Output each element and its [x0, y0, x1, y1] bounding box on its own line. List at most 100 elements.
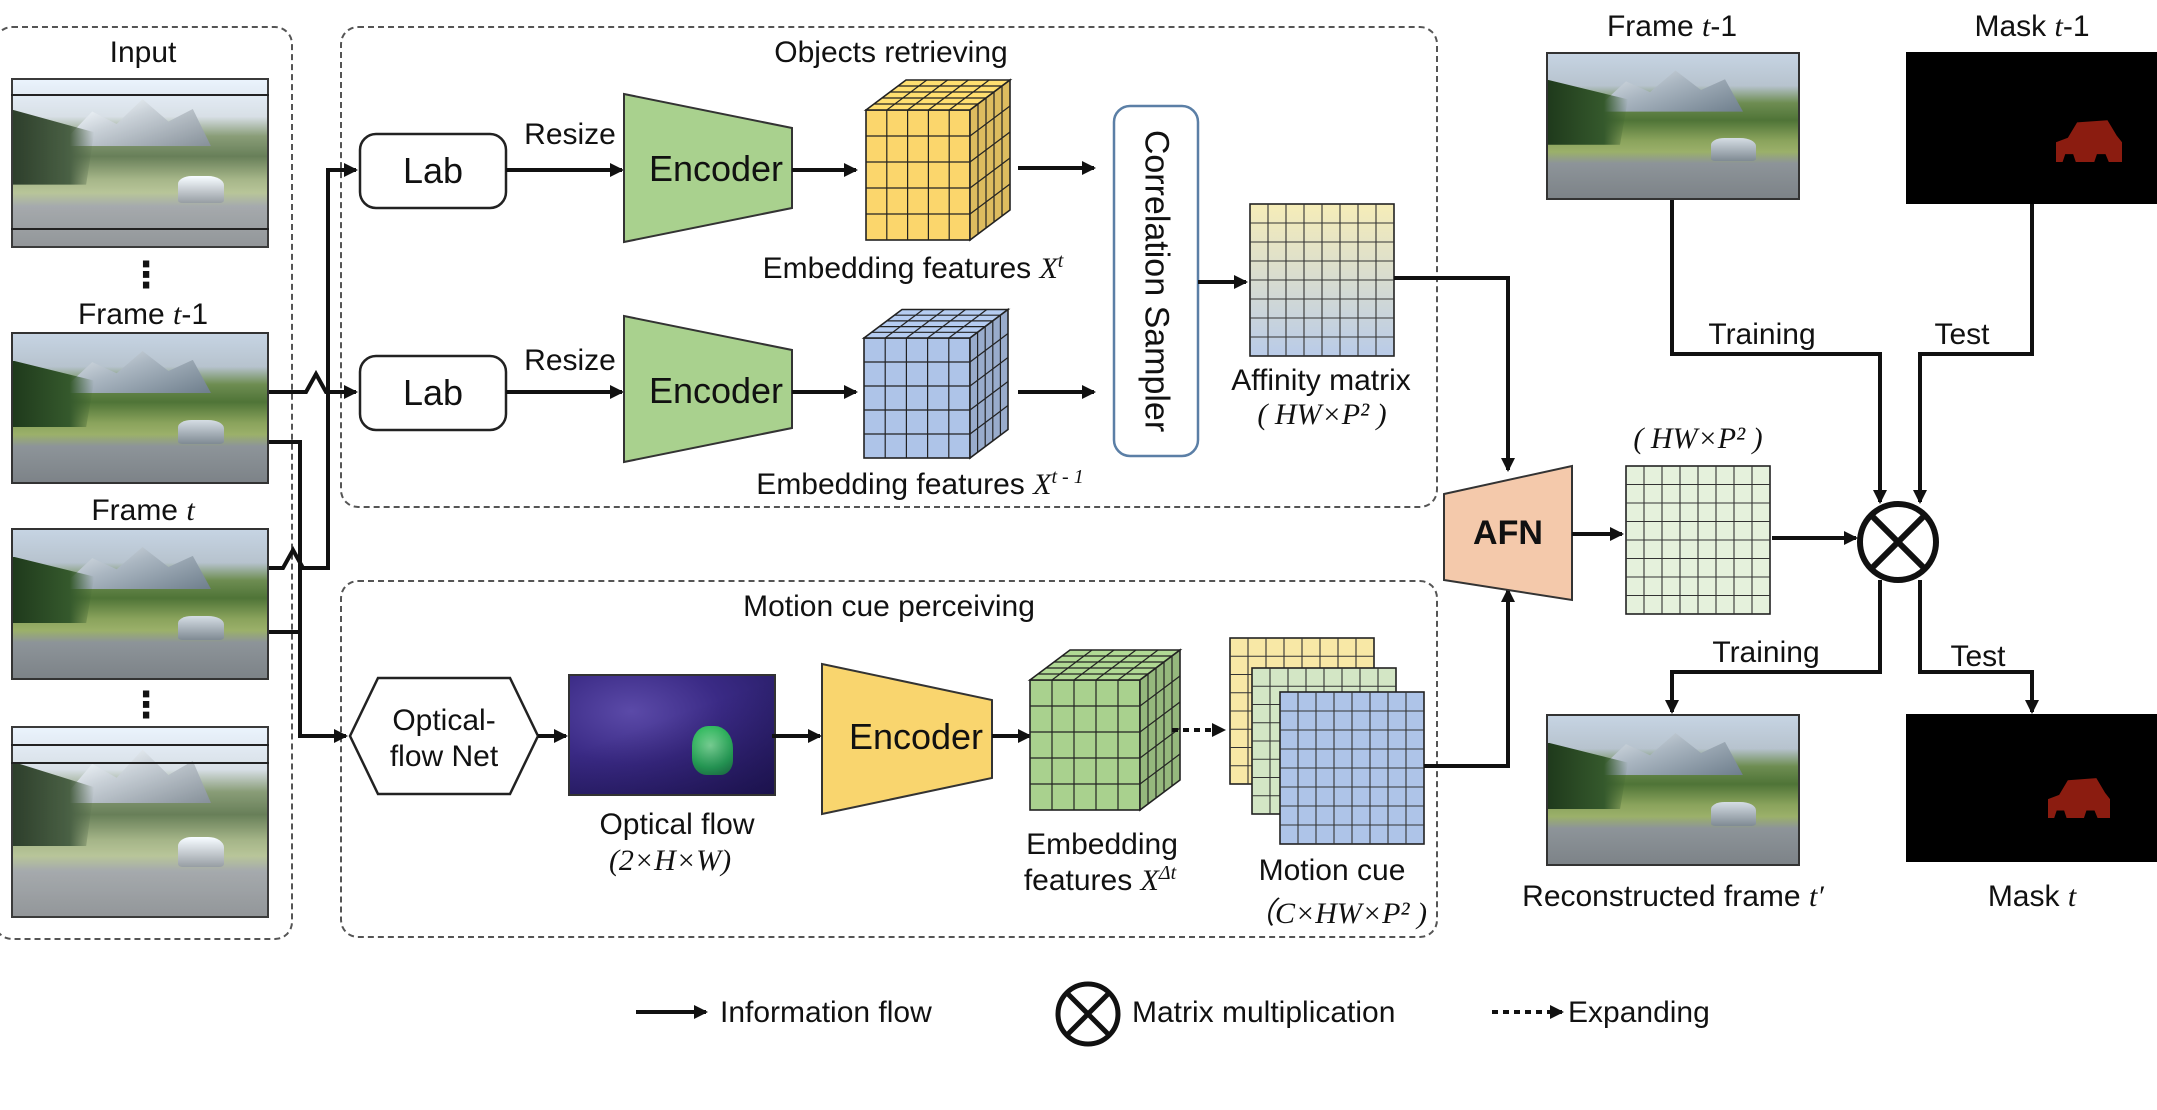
- connector-prev-to-optical: [269, 440, 340, 738]
- cube-grid-line: [969, 357, 1009, 387]
- arrow-multiply-to-reconstructed: [1665, 580, 1882, 714]
- test-bottom-label: Test: [1950, 640, 2006, 673]
- cube-grid-line: [1073, 649, 1115, 681]
- optical-flow-dims: (2×H×W): [608, 844, 732, 877]
- input-frame-cur: [11, 528, 269, 680]
- cube-grid-line: [927, 309, 966, 339]
- embedding-t-label: Embedding features Xt: [762, 250, 1064, 285]
- legend-matrix-multiplication-label: Matrix multiplication: [1132, 996, 1396, 1029]
- connector-prev-to-lab-bottom: [269, 369, 356, 394]
- encoder-motion: [821, 662, 993, 816]
- cube-grid-line: [906, 309, 945, 339]
- correlation-sampler-label: Correlation Sampler: [1137, 129, 1176, 433]
- motion-cue-label: Motion cue: [1258, 854, 1406, 887]
- embedding-delta-line2: features XΔt: [1023, 862, 1177, 897]
- reconstructed-frame-label: Reconstructed frame t′: [1522, 880, 1824, 913]
- afn-label: AFN: [1473, 514, 1543, 552]
- cube-grid-line: [969, 381, 1009, 411]
- input-frame-last-rule-top: [11, 744, 269, 746]
- optical-net-line2: flow Net: [389, 740, 499, 773]
- embedding-cube-delta-t: [1027, 648, 1183, 812]
- cube-side-face: [969, 307, 1009, 460]
- input-frame-cur-label: Frame t: [91, 494, 195, 527]
- motion-cue-perceiving-panel: [340, 580, 1438, 938]
- arrow-frame-prev-training: [1670, 200, 1887, 504]
- affinity-matrix-grid: [1249, 203, 1395, 357]
- optical-flow-image: [568, 674, 776, 796]
- legend-multiply-icon: [1055, 981, 1121, 1047]
- cube-grid-line: [907, 79, 948, 111]
- cube-grid-line: [969, 405, 1009, 435]
- afn-block: [1443, 464, 1573, 602]
- mask-prev-image: [1906, 52, 2157, 204]
- embedding-cube-t-1: [861, 307, 1011, 460]
- input-frame-prev-label: Frame t-1: [77, 298, 209, 331]
- cube-grid-line: [884, 309, 924, 339]
- cube-grid-line: [969, 183, 1011, 215]
- resize-bottom-label: Resize: [524, 344, 616, 377]
- affinity-matrix-dims: ( HW×P² ): [1257, 398, 1387, 431]
- cube-grid-line: [1095, 649, 1137, 681]
- cube-front-face: [1029, 679, 1141, 811]
- encoder-top-label: Encoder: [648, 148, 784, 189]
- cube-grid-line: [969, 105, 1011, 137]
- motion-cue-grid-blue: [1279, 691, 1425, 845]
- embedding-t-1-label: Embedding features Xt - 1: [756, 466, 1084, 501]
- cube-grid-line: [1139, 727, 1181, 759]
- cube-grid-line: [1139, 701, 1181, 733]
- encoder-motion-label: Encoder: [848, 716, 984, 757]
- cube-grid-line: [969, 333, 1009, 363]
- input-frame-last-rule-mid: [11, 762, 269, 764]
- motion-cue-dims: （C×HW×P² ): [1245, 897, 1427, 930]
- mask-prev-label: Mask t-1: [1974, 10, 2090, 43]
- objects-retrieving-panel: [340, 26, 1438, 508]
- lab-top-label: Lab: [402, 150, 464, 191]
- cube-side-face: [969, 78, 1011, 242]
- optical-flow-label: Optical flow: [599, 808, 755, 841]
- training-bottom-label: Training: [1712, 636, 1820, 669]
- arrow-motion-to-afn: [1424, 588, 1515, 768]
- legend-expanding-label: Expanding: [1568, 996, 1710, 1029]
- cube-grid-line: [928, 79, 969, 111]
- arrow-affinity-to-afn: [1394, 276, 1515, 472]
- cube-grid-line: [1051, 649, 1093, 681]
- cube-front-face: [865, 109, 971, 241]
- mask-cur-image: [1906, 714, 2157, 862]
- test-top-label: Test: [1934, 318, 1990, 351]
- embedding-cube-t: [863, 78, 1013, 242]
- cube-grid-line: [1139, 675, 1181, 707]
- lab-bottom-label: Lab: [402, 372, 464, 413]
- arrow-mask-prev-test: [1913, 204, 2034, 504]
- resize-top-label: Resize: [524, 118, 616, 151]
- cube-grid-line: [886, 79, 928, 111]
- reconstructed-frame-image: [1546, 714, 1800, 866]
- input-title: Input: [109, 36, 177, 69]
- embedding-delta-line1: Embedding: [1026, 828, 1178, 861]
- encoder-bottom: [623, 314, 793, 464]
- affinity-matrix-label: Affinity matrix: [1231, 364, 1411, 397]
- cube-grid-line: [948, 309, 988, 339]
- right-frame-prev-label: Frame t-1: [1606, 10, 1738, 43]
- input-frame-first-rule-top: [11, 94, 269, 96]
- mask-cur-label: Mask t: [1987, 880, 2077, 913]
- input-frame-first-rule-bottom: [11, 228, 269, 230]
- encoder-bottom-label: Encoder: [648, 370, 784, 411]
- afn-output-grid: [1625, 465, 1771, 615]
- legend-information-flow-label: Information flow: [720, 996, 932, 1029]
- objects-retrieving-title: Objects retrieving: [774, 36, 1008, 69]
- input-panel: [0, 26, 293, 940]
- training-top-label: Training: [1708, 318, 1816, 351]
- input-frame-first: [11, 78, 269, 248]
- input-frame-last: [11, 726, 269, 918]
- encoder-top: [623, 92, 793, 244]
- input-connectors: [269, 163, 358, 743]
- right-frame-prev: [1546, 52, 1800, 200]
- cube-grid-line: [1117, 649, 1159, 681]
- cube-grid-line: [1139, 753, 1181, 785]
- cube-grid-line: [969, 131, 1011, 163]
- matrix-multiply-operator: [1857, 501, 1939, 583]
- afn-output-dims: ( HW×P² ): [1633, 422, 1763, 455]
- input-frame-prev: [11, 332, 269, 484]
